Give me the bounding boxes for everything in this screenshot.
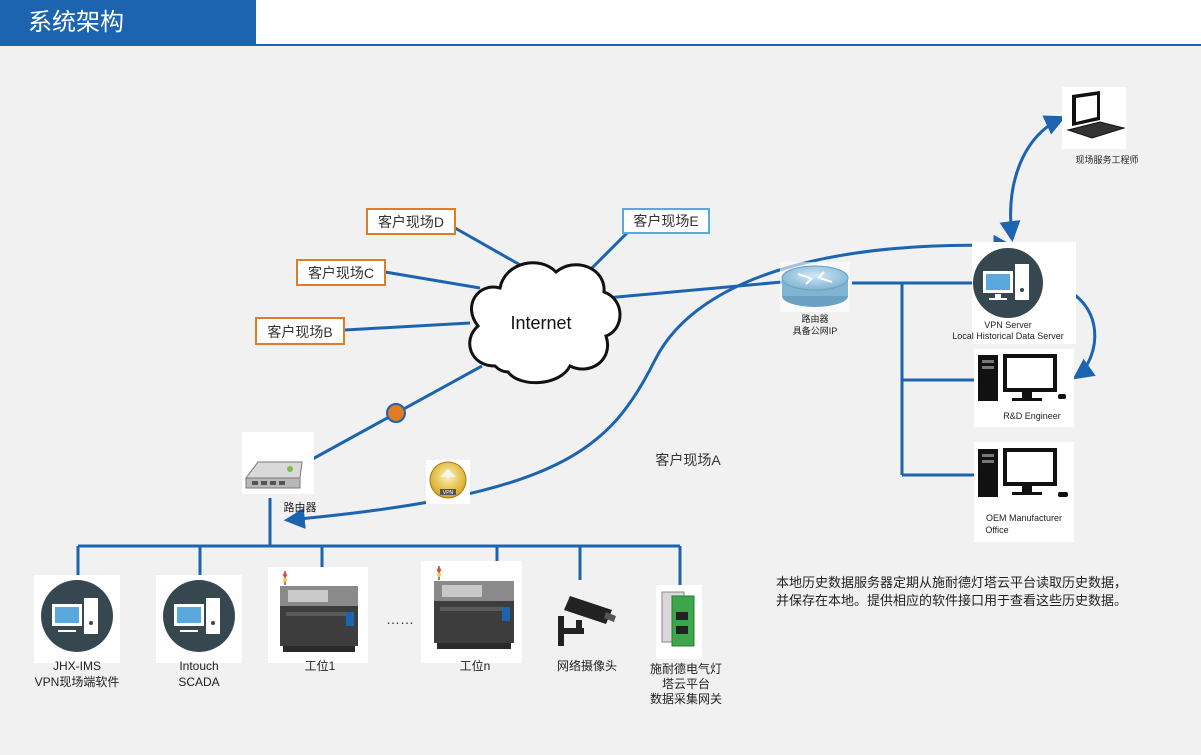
svg-text:客户现场B: 客户现场B xyxy=(267,324,332,340)
link-site-e xyxy=(586,230,630,274)
diagram-canvas: Internet 客户现场D 客户现场E 客户现场C 客户现场B 客户现场A 路… xyxy=(0,46,1201,755)
router-local: 路由器 xyxy=(242,432,317,514)
svg-text:工位n: 工位n xyxy=(460,658,491,673)
device-gateway: 施耐德电气灯 塔云平台 数据采集网关 xyxy=(650,585,722,706)
server-side-links xyxy=(852,281,975,477)
machine-icon xyxy=(434,566,514,649)
field-engineer: 现场服务工程师 xyxy=(1062,87,1139,165)
svg-text:VPN: VPN xyxy=(443,490,454,496)
svg-text:VPN现场端软件: VPN现场端软件 xyxy=(35,675,120,689)
link-router-main xyxy=(605,280,783,300)
vpn-server: VPN Server Local Historical Data Server xyxy=(952,242,1076,344)
laptop-icon xyxy=(1066,91,1126,139)
site-a-label: 客户现场A xyxy=(655,452,721,468)
svg-text:OEM Manufacturer: OEM Manufacturer xyxy=(986,513,1062,523)
machine-icon xyxy=(280,571,358,652)
ellipsis: …… xyxy=(386,611,414,627)
history-note: 本地历史数据服务器定期从施耐德灯塔云平台读取历史数据， 并保存在本地。提供相应的… xyxy=(776,574,1186,610)
workstation-icon xyxy=(978,354,1066,401)
svg-text:数据采集网关: 数据采集网关 xyxy=(650,691,722,706)
header-rule xyxy=(0,44,1201,46)
svg-text:网络摄像头: 网络摄像头 xyxy=(557,658,617,673)
svg-text:Intouch: Intouch xyxy=(179,659,218,673)
router-ports-icon xyxy=(252,481,285,485)
page-title: 系统架构 xyxy=(28,9,124,36)
svg-text:具备公网IP: 具备公网IP xyxy=(793,325,838,336)
oem-office: OEM Manufacturer Office xyxy=(974,442,1074,542)
site-box-e: 客户现场E xyxy=(622,208,710,234)
svg-text:工位1: 工位1 xyxy=(305,658,336,673)
device-jhx-ims: JHX-IMS VPN现场端软件 xyxy=(34,575,120,689)
device-intouch-scada: Intouch SCADA xyxy=(156,575,242,689)
note-line-2: 并保存在本地。提供相应的软件接口用于查看这些历史数据。 xyxy=(776,593,1128,608)
header-tab: 系统架构 xyxy=(0,0,256,46)
svg-text:路由器: 路由器 xyxy=(801,313,828,324)
svg-text:SCADA: SCADA xyxy=(178,675,219,689)
field-engineer-arc xyxy=(999,115,1066,243)
svg-text:JHX-IMS: JHX-IMS xyxy=(53,659,101,673)
svg-text:客户现场C: 客户现场C xyxy=(308,265,374,281)
vpn-tunnel-curve xyxy=(283,234,1015,529)
local-bus xyxy=(76,498,682,585)
svg-text:客户现场D: 客户现场D xyxy=(378,214,444,230)
link-site-c xyxy=(384,270,481,290)
gateway-icon xyxy=(661,591,695,647)
connector-dot xyxy=(386,403,406,423)
svg-text:客户现场E: 客户现场E xyxy=(633,213,698,229)
device-station-1: 工位1 xyxy=(268,567,368,673)
svg-text:R&D Engineer: R&D Engineer xyxy=(1003,411,1061,421)
computer-icon xyxy=(52,598,98,634)
site-box-d: 客户现场D xyxy=(366,208,456,235)
svg-text:现场服务工程师: 现场服务工程师 xyxy=(1075,154,1138,165)
svg-text:路由器: 路由器 xyxy=(284,500,317,514)
device-station-n: 工位n xyxy=(421,561,522,673)
router-main: 路由器 具备公网IP xyxy=(780,262,850,336)
note-line-1: 本地历史数据服务器定期从施耐德灯塔云平台读取历史数据， xyxy=(776,575,1128,590)
rd-engineer: R&D Engineer xyxy=(974,349,1074,427)
workstation-icon xyxy=(978,448,1068,497)
site-box-b: 客户现场B xyxy=(255,317,345,345)
svg-text:VPN Server: VPN Server xyxy=(984,320,1032,330)
camera-icon xyxy=(558,596,616,646)
svg-text:塔云平台: 塔云平台 xyxy=(662,676,710,691)
router-arrows-icon xyxy=(797,271,833,285)
computer-icon xyxy=(174,598,220,634)
cloud-label: Internet xyxy=(510,313,571,333)
svg-text:施耐德电气灯: 施耐德电气灯 xyxy=(650,661,722,676)
internet-cloud: Internet xyxy=(468,261,622,385)
link-site-b xyxy=(344,321,471,332)
link-site-d xyxy=(454,226,523,268)
svg-text:Local Historical Data Server: Local Historical Data Server xyxy=(952,331,1064,341)
device-ip-camera: 网络摄像头 xyxy=(557,596,617,673)
header-bar: 系统架构 xyxy=(0,0,1201,46)
svg-text:Office: Office xyxy=(985,525,1008,535)
site-box-c: 客户现场C xyxy=(296,259,386,286)
vpn-badge-icon: VPN xyxy=(426,460,470,504)
architecture-diagram: Internet 客户现场D 客户现场E 客户现场C 客户现场B 客户现场A 路… xyxy=(34,87,1139,706)
server-computer-icon xyxy=(983,264,1029,300)
